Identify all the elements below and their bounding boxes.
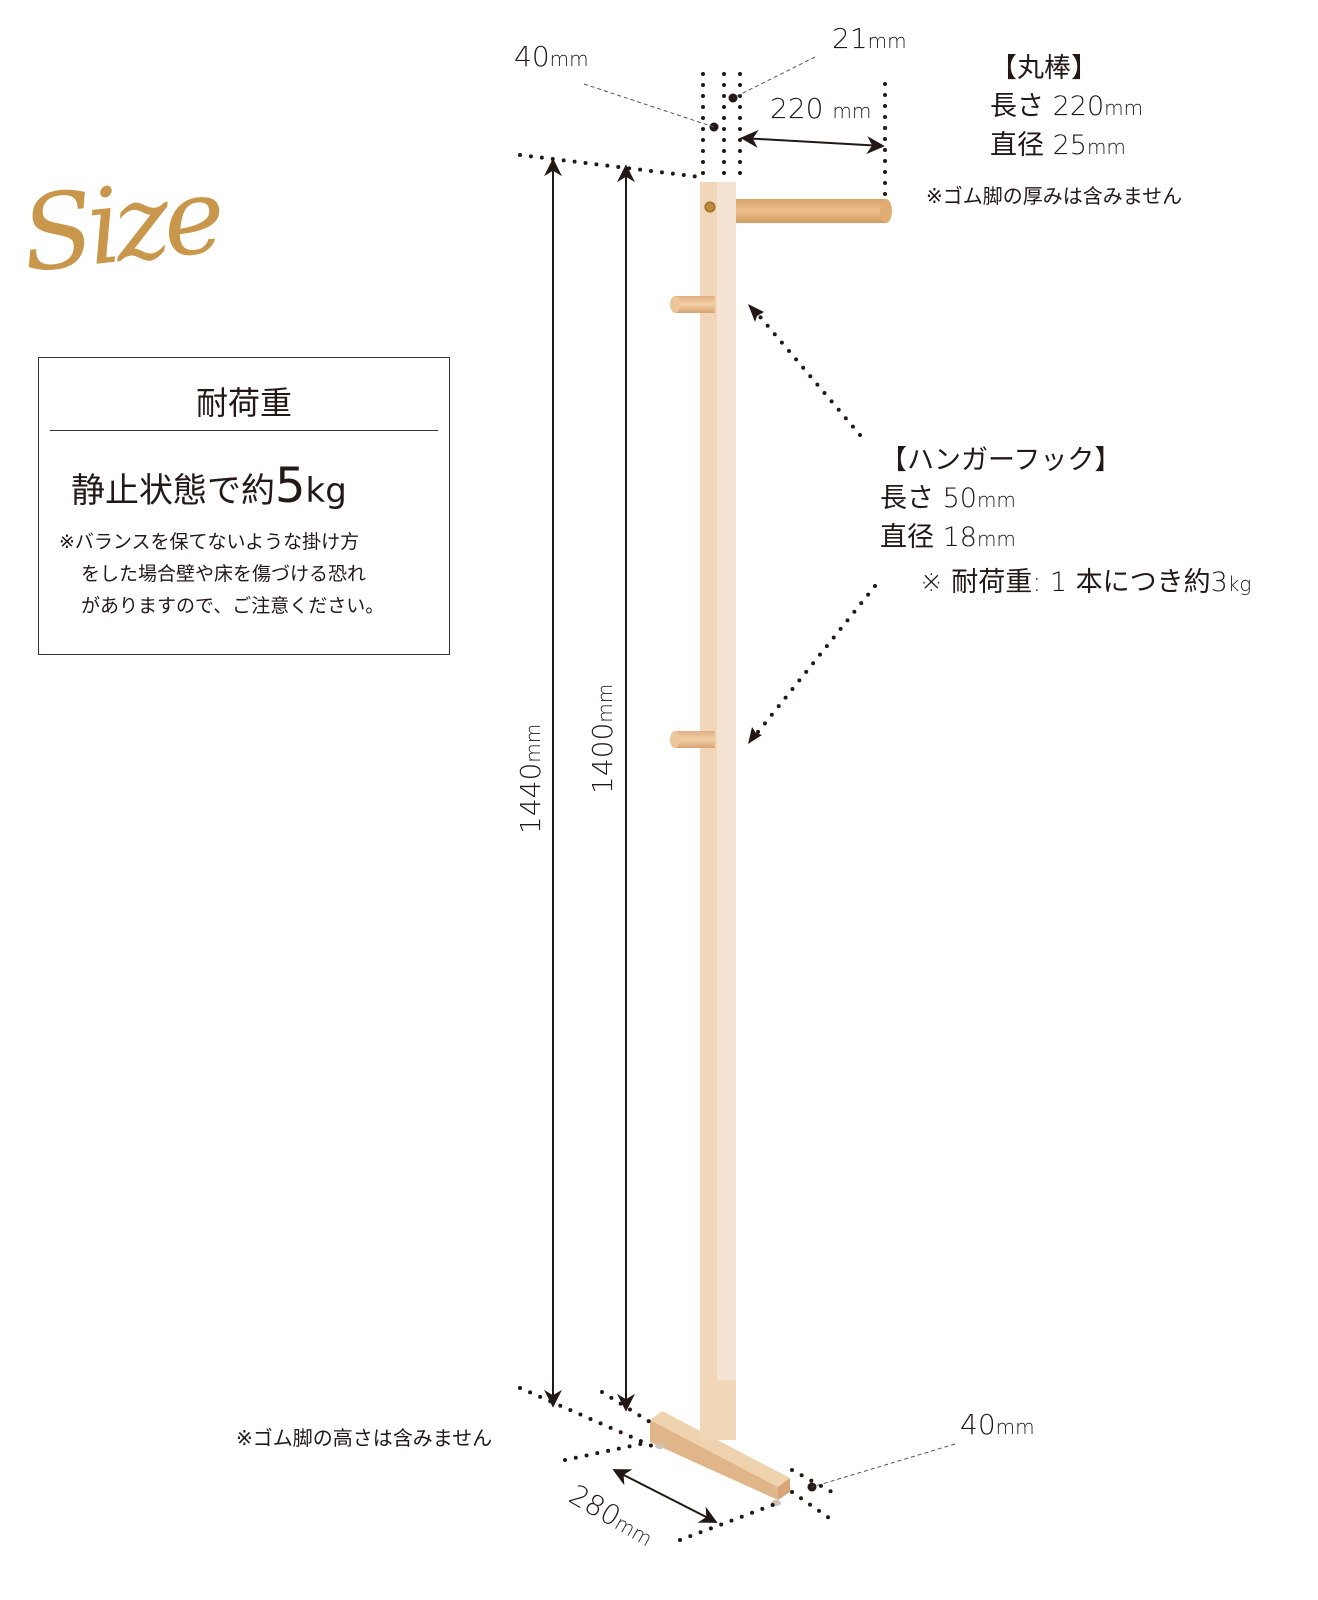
spec-unit: mm: [1104, 96, 1144, 120]
spec-unit: mm: [976, 488, 1016, 512]
load-capacity-value: 静止状態で約5kg: [71, 458, 347, 514]
dim-bar-length-label: 220 mm: [770, 92, 871, 125]
dim-post-width-label: 40mm: [514, 40, 589, 73]
spec-value: 220: [1052, 91, 1105, 122]
dotted-guides: [518, 72, 887, 1542]
rubber-foot-height-note: ※ゴム脚の高さは含みません: [236, 1426, 493, 1450]
dim-post-depth-label: 21mm: [832, 22, 907, 55]
hanger-hook-upper: [670, 296, 715, 313]
dim-unit: mm: [995, 1415, 1035, 1439]
hanger-hook-lower: [670, 731, 715, 748]
spec-unit: mm: [976, 527, 1016, 551]
dim-unit: mm: [867, 29, 907, 53]
dimension-arrows: [544, 129, 885, 1523]
spec-diameter: 直径 18mm: [880, 519, 1121, 558]
dim-value: 40: [514, 40, 550, 73]
spec-value: 25: [1052, 130, 1087, 161]
note-line: ※バランスを保てないような掛け方: [59, 531, 360, 553]
divider: [50, 430, 438, 431]
load-capacity-box: 耐荷重 静止状態で約5kg ※バランスを保てないような掛け方 をした場合壁や床を…: [38, 357, 450, 655]
hook-pointer-arrows: [748, 304, 764, 744]
dim-unit: mm: [549, 47, 589, 71]
spec-title: 【ハンガーフック】: [880, 445, 1122, 476]
load-capacity-title: 耐荷重: [195, 384, 292, 422]
dim-value: 220: [770, 92, 833, 125]
hook-load-note: ※ 耐荷重: 1 本につき約3kg: [920, 564, 1251, 603]
dim-unit: mm: [832, 99, 872, 123]
dim-post-height-label: 1400mm: [586, 684, 619, 794]
vertical-post: [700, 182, 736, 1422]
rubber-foot-thickness-note: ※ゴム脚の厚みは含みません: [926, 184, 1183, 208]
leader-lines: [583, 56, 956, 1488]
spec-value: 18: [942, 522, 977, 553]
dim-base-width-label: 40mm: [960, 1408, 1035, 1441]
spec-label: 長さ: [880, 483, 934, 514]
base-foot: [650, 1380, 790, 1506]
round-bar-spec: 【丸棒】 長さ 220mm 直径 25mm: [990, 50, 1143, 166]
dim-value: 1400: [586, 722, 619, 794]
spec-unit: mm: [1086, 135, 1126, 159]
load-number: 5: [275, 458, 306, 514]
load-prefix: 静止状態で約: [71, 471, 275, 511]
dim-total-height-label: 1440mm: [514, 724, 547, 834]
hook-load-unit: kg: [1227, 572, 1252, 596]
note-line: をした場合壁や床を傷づける恐れ: [81, 563, 367, 585]
spec-label: 直径: [990, 130, 1044, 161]
dim-value: 21: [832, 22, 868, 55]
spec-label: 長さ: [990, 91, 1044, 122]
spec-label: 直径: [880, 522, 934, 553]
dim-value: 1440: [514, 762, 547, 834]
spec-length: 長さ 50mm: [880, 480, 1121, 519]
note-line: がありますので、ご注意ください。: [81, 595, 385, 617]
spec-length: 長さ 220mm: [990, 88, 1143, 127]
round-bar: [736, 199, 892, 223]
dim-unit: mm: [593, 683, 617, 723]
dim-value: 40: [960, 1408, 996, 1441]
load-caution-note: ※バランスを保てないような掛け方 をした場合壁や床を傷づける恐れ がありますので…: [59, 526, 439, 622]
spec-diameter: 直径 25mm: [990, 127, 1143, 166]
dim-unit: mm: [521, 723, 545, 763]
load-unit: kg: [305, 471, 347, 511]
spec-value: 50: [942, 483, 977, 514]
hook-load-text: ※ 耐荷重: 1 本につき約3: [920, 567, 1228, 598]
hook-spec: 【ハンガーフック】 長さ 50mm 直径 18mm: [880, 442, 1121, 558]
spec-title: 【丸棒】: [990, 53, 1098, 84]
